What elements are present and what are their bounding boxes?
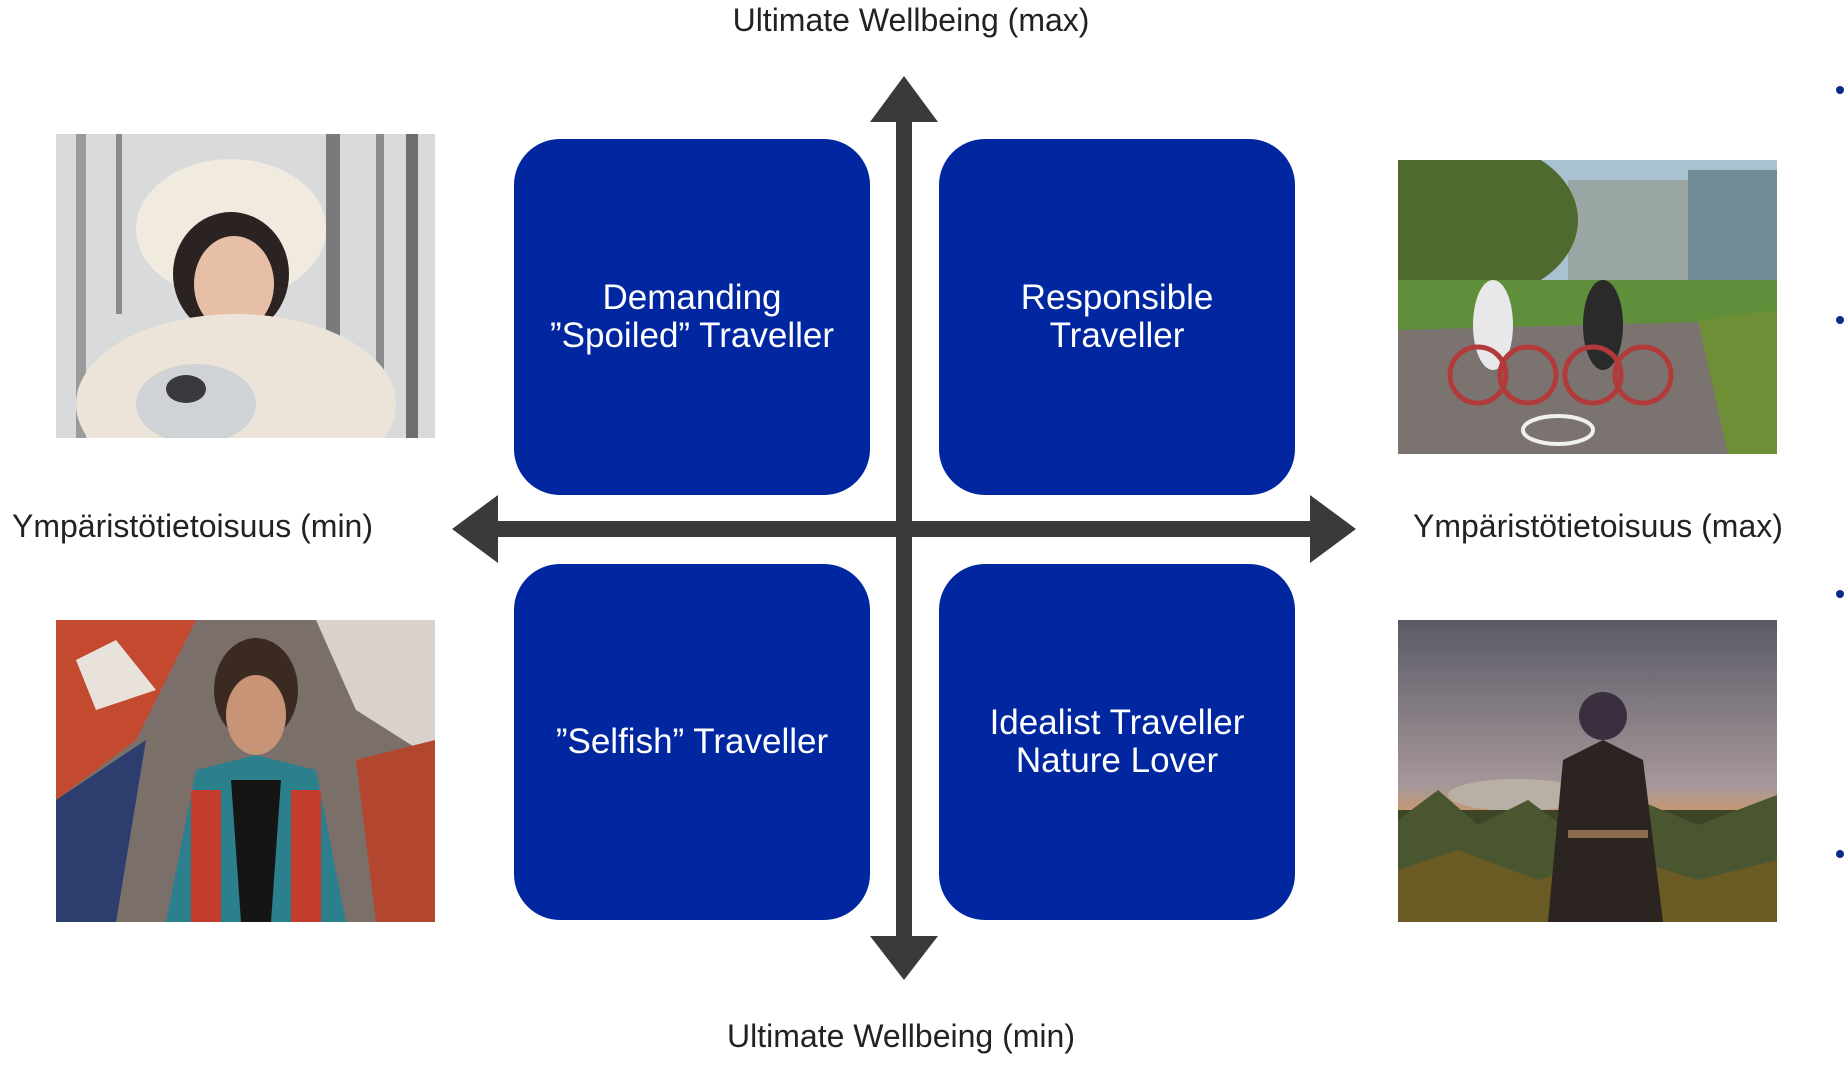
- arrow-down-icon: [870, 936, 938, 980]
- quadrant-responsible-traveller: Responsible Traveller: [939, 139, 1295, 495]
- woman-with-husky-photo: [56, 134, 435, 438]
- arrow-right-icon: [1310, 495, 1356, 563]
- quadrant-label: Responsible Traveller: [1020, 278, 1214, 355]
- person-overlooking-lake-photo: [1398, 620, 1777, 922]
- horizontal-axis-line: [492, 521, 1316, 537]
- man-in-patterned-jacket-photo: [56, 620, 435, 922]
- quadrant-idealist-traveller: Idealist Traveller Nature Lover: [939, 564, 1295, 920]
- bullet-marker: [1836, 86, 1844, 94]
- bullet-marker: [1836, 850, 1844, 858]
- arrow-up-icon: [870, 76, 938, 122]
- quadrant-selfish-traveller: ”Selfish” Traveller: [514, 564, 870, 920]
- axis-label-left: Ympäristötietoisuus (min): [12, 508, 373, 544]
- arrow-left-icon: [452, 495, 498, 563]
- quadrant-label: ”Selfish” Traveller: [555, 722, 829, 761]
- two-women-cycling-photo: [1398, 160, 1777, 454]
- bullet-marker: [1836, 316, 1844, 324]
- axis-label-right: Ympäristötietoisuus (max): [1413, 508, 1783, 544]
- quadrant-label: Demanding ”Spoiled” Traveller: [550, 278, 834, 355]
- axis-label-top: Ultimate Wellbeing (max): [732, 2, 1090, 38]
- axis-label-bottom: Ultimate Wellbeing (min): [727, 1018, 1075, 1054]
- quadrant-label: Idealist Traveller Nature Lover: [989, 703, 1245, 780]
- bullet-marker: [1836, 590, 1844, 598]
- quadrant-demanding-traveller: Demanding ”Spoiled” Traveller: [514, 139, 870, 495]
